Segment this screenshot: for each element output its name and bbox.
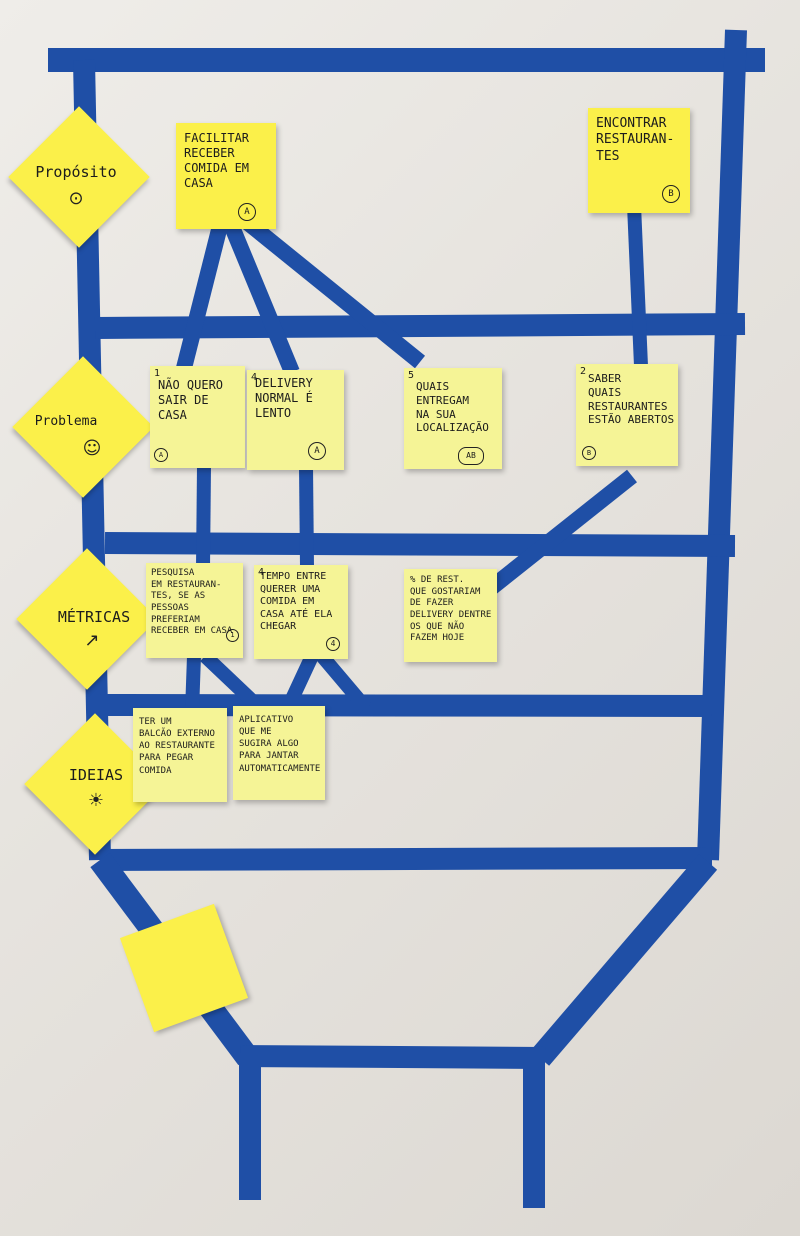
note-badge: A	[308, 442, 326, 460]
row-label-ideias: Ideias	[68, 766, 124, 784]
row-label-problema: Problema	[34, 414, 98, 429]
note-number: 4	[258, 567, 265, 578]
tape-funnel-right	[530, 854, 718, 1066]
note-text: Delivery normal é lento	[255, 376, 313, 420]
note-badge: 4	[326, 637, 340, 651]
note-text: Encontrar restauran- tes	[596, 116, 675, 164]
connector-prob2-met2	[299, 465, 314, 568]
connector-prop2-prob4	[627, 204, 648, 367]
note-problema-2: 4 Delivery normal é lento A	[247, 370, 344, 470]
connector-met1-idea2	[200, 650, 269, 718]
lightbulb-icon: ☀	[87, 790, 105, 811]
tape-structure	[48, 29, 765, 1208]
note-number: 2	[580, 366, 587, 377]
note-text: Quais entregam na sua localização	[416, 380, 489, 435]
note-problema-1: 1 Não quero sair de casa A	[150, 366, 245, 468]
note-badge: A	[238, 203, 256, 221]
row-label-metricas: Métricas	[57, 608, 131, 626]
note-number: 1	[154, 368, 161, 379]
note-text: Saber quais restaurantes estão abertos	[588, 372, 675, 427]
connector-prop1-prob1	[176, 216, 230, 370]
tape-funnel-bottom	[239, 1045, 546, 1069]
note-problema-4: 2 Saber quais restaurantes estão abertos…	[576, 364, 678, 466]
note-ideias-2: Aplicativo que me sugira algo para janta…	[233, 706, 325, 800]
note-text: % de rest. que gostariam de fazer delive…	[410, 575, 492, 644]
connector-prop1-prob2	[222, 218, 300, 376]
note-metricas-1: Pesquisa em restauran- tes, se as pessoa…	[146, 563, 243, 658]
note-metricas-3: % de rest. que gostariam de fazer delive…	[404, 569, 497, 662]
note-proposito-1: Facilitar receber comida em casa A	[176, 123, 276, 229]
stick-figure-icon: ☺	[82, 438, 102, 459]
connector-prop1-prob3	[236, 211, 426, 369]
note-ideias-1: Ter um balcão externo ao restaurante par…	[133, 708, 227, 802]
note-number: 4	[251, 372, 258, 383]
tape-separator-4	[99, 847, 713, 871]
note-text: Ter um balcão externo ao restaurante par…	[139, 717, 215, 776]
note-badge: A	[154, 448, 168, 462]
note-text: Facilitar receber comida em casa	[184, 131, 250, 190]
note-number: 5	[408, 370, 415, 381]
note-text: Pesquisa em restauran- tes, se as pessoa…	[151, 568, 233, 637]
note-text: Aplicativo que me sugira algo para janta…	[239, 715, 321, 774]
connector-met2-idea2	[279, 653, 319, 715]
connector-met1-idea1	[185, 655, 201, 713]
note-text: Tempo entre querer uma comida em casa at…	[260, 571, 333, 632]
connector-prob4-met3	[481, 469, 637, 599]
note-problema-3: 5 Quais entregam na sua localização AB	[404, 368, 502, 469]
note-badge: B	[662, 185, 680, 203]
tape-separator-3	[99, 694, 713, 717]
note-metricas-2: 4 Tempo entre querer uma comida em casa …	[254, 565, 348, 659]
connector-prob1-met1	[196, 465, 211, 569]
trend-chart-icon: ↗	[84, 630, 100, 651]
note-badge: B	[582, 446, 596, 460]
compass-icon: ⊙	[68, 188, 84, 209]
note-text: Não quero sair de casa	[158, 378, 224, 422]
tape-right-rail	[697, 29, 747, 861]
row-label-proposito: Propósito	[35, 163, 117, 181]
connector-met2-idea2b	[316, 651, 372, 713]
note-proposito-2: Encontrar restauran- tes B	[588, 108, 690, 213]
note-badge: 1	[226, 629, 239, 642]
note-badge: AB	[458, 447, 484, 465]
